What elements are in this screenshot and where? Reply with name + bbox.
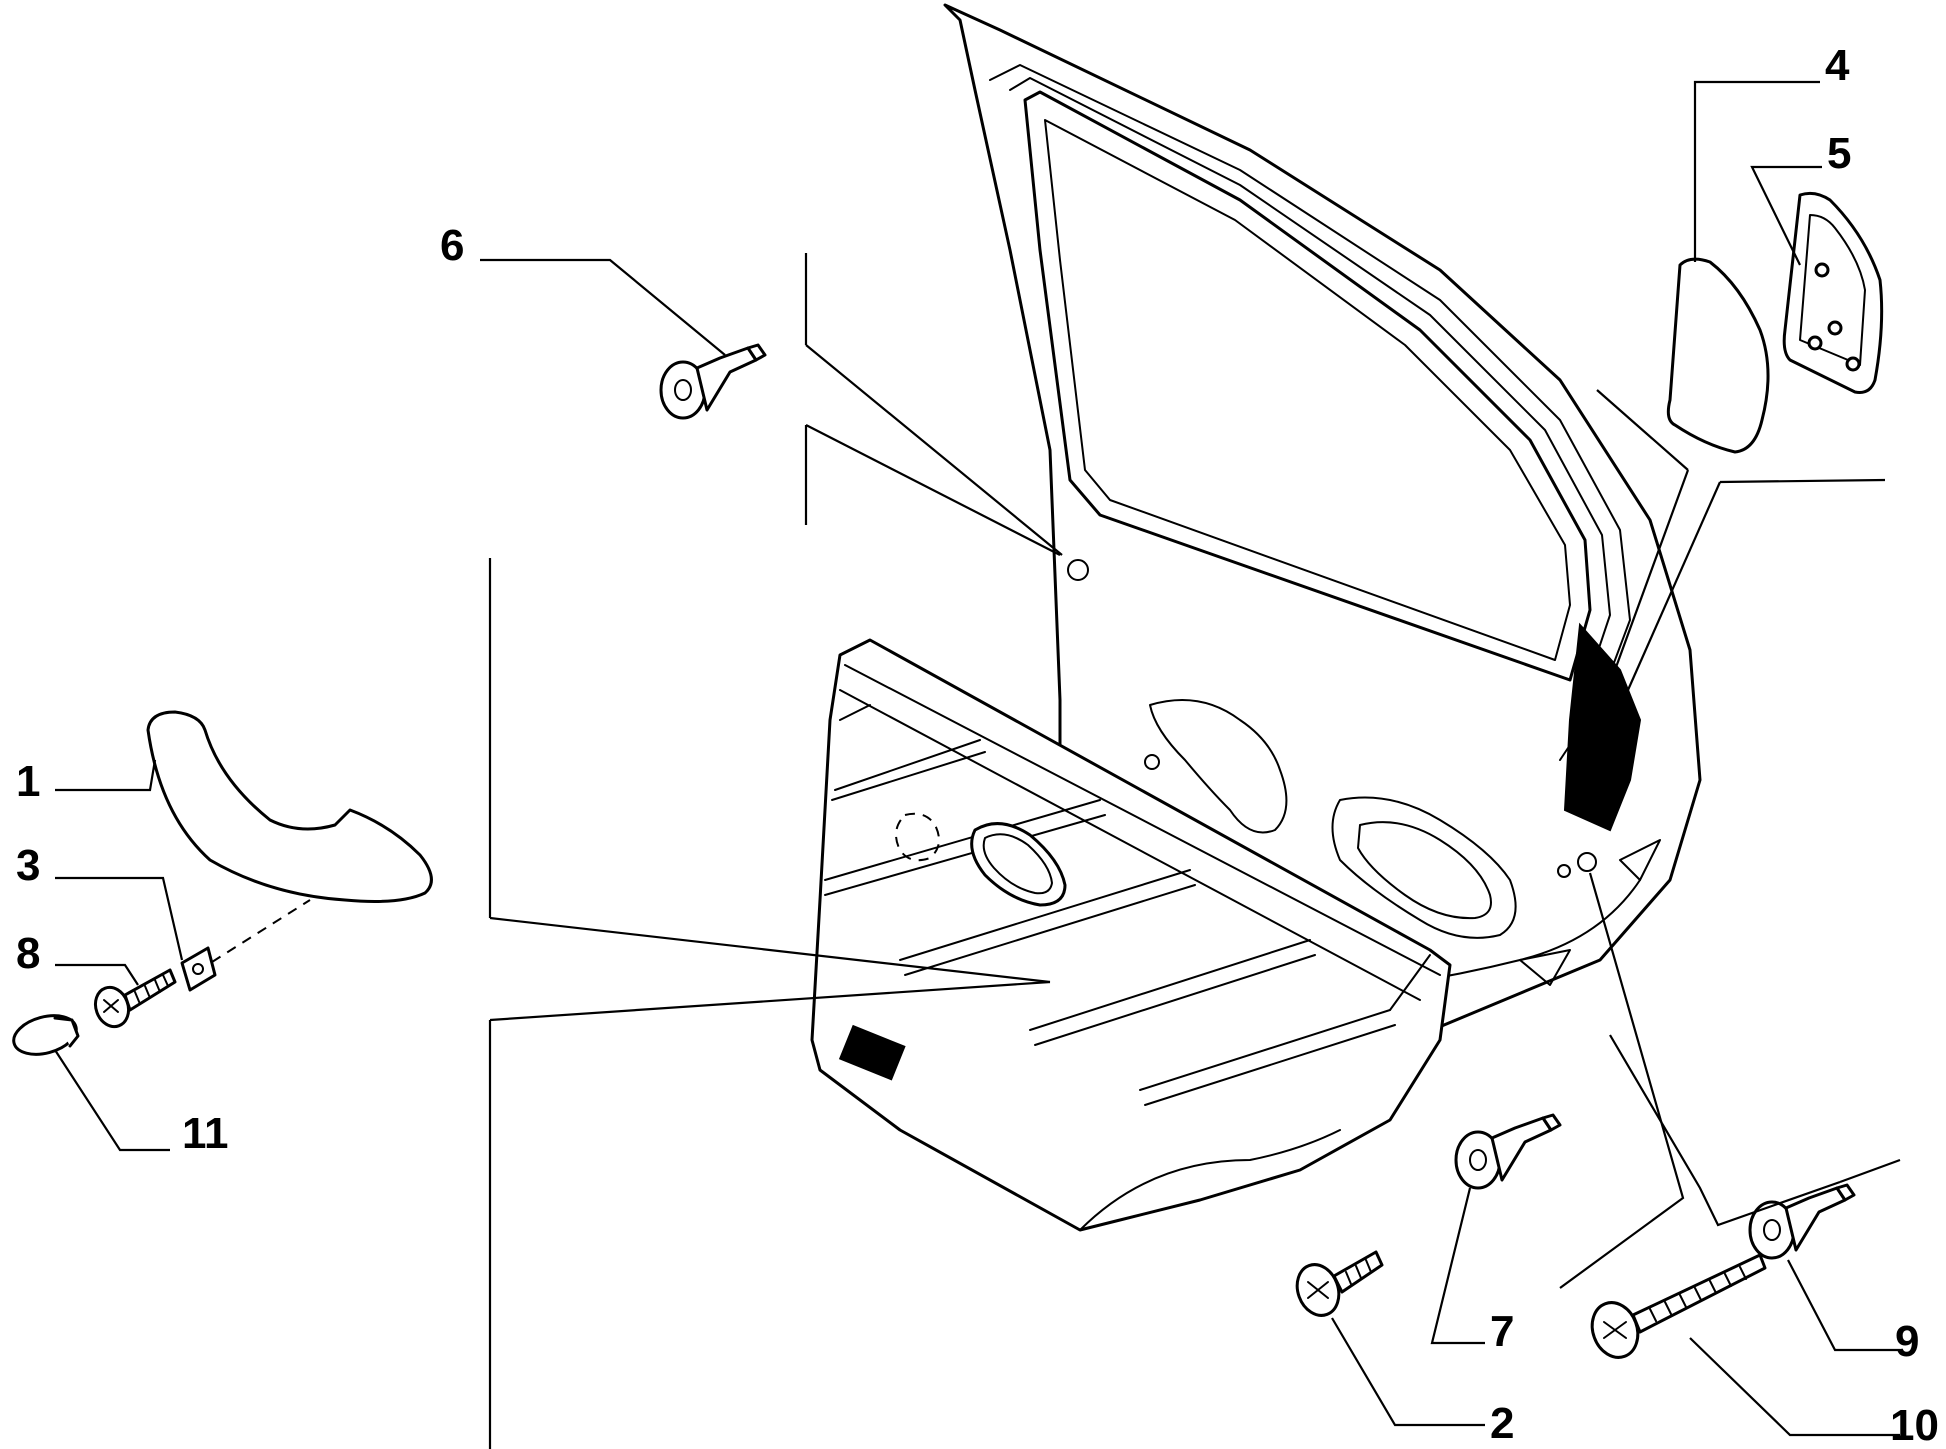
- callout-6: 6: [440, 221, 464, 270]
- part-5-bracket: [1782, 191, 1884, 394]
- callout-10: 10: [1890, 1401, 1939, 1449]
- part-2-screw: [1295, 1250, 1384, 1317]
- leader-lines: [54, 80, 1901, 1449]
- part-7-push-clip: [1454, 1113, 1562, 1190]
- door-trim-panel: [810, 638, 1452, 1232]
- callout-8: 8: [16, 929, 40, 978]
- callout-labels: 1 3 8 11 6 4 5 7 2 9 10: [16, 41, 1939, 1449]
- callout-1: 1: [16, 757, 40, 806]
- part-4-pad: [1666, 257, 1770, 454]
- callout-4: 4: [1825, 41, 1850, 90]
- part-9-push-clip: [1748, 1183, 1856, 1260]
- callout-11: 11: [182, 1109, 229, 1158]
- callout-7: 7: [1490, 1307, 1514, 1356]
- callout-2: 2: [1490, 1399, 1514, 1448]
- part-11-cap: [12, 1014, 80, 1056]
- part-3-plate: [180, 899, 311, 992]
- part-1-grab-handle: [146, 710, 433, 903]
- part-6-push-clip: [659, 343, 767, 420]
- callout-9: 9: [1895, 1317, 1919, 1366]
- part-10-screw: [1590, 1253, 1767, 1359]
- callout-5: 5: [1827, 129, 1851, 178]
- part-8-screw: [93, 968, 177, 1029]
- callout-3: 3: [16, 841, 40, 890]
